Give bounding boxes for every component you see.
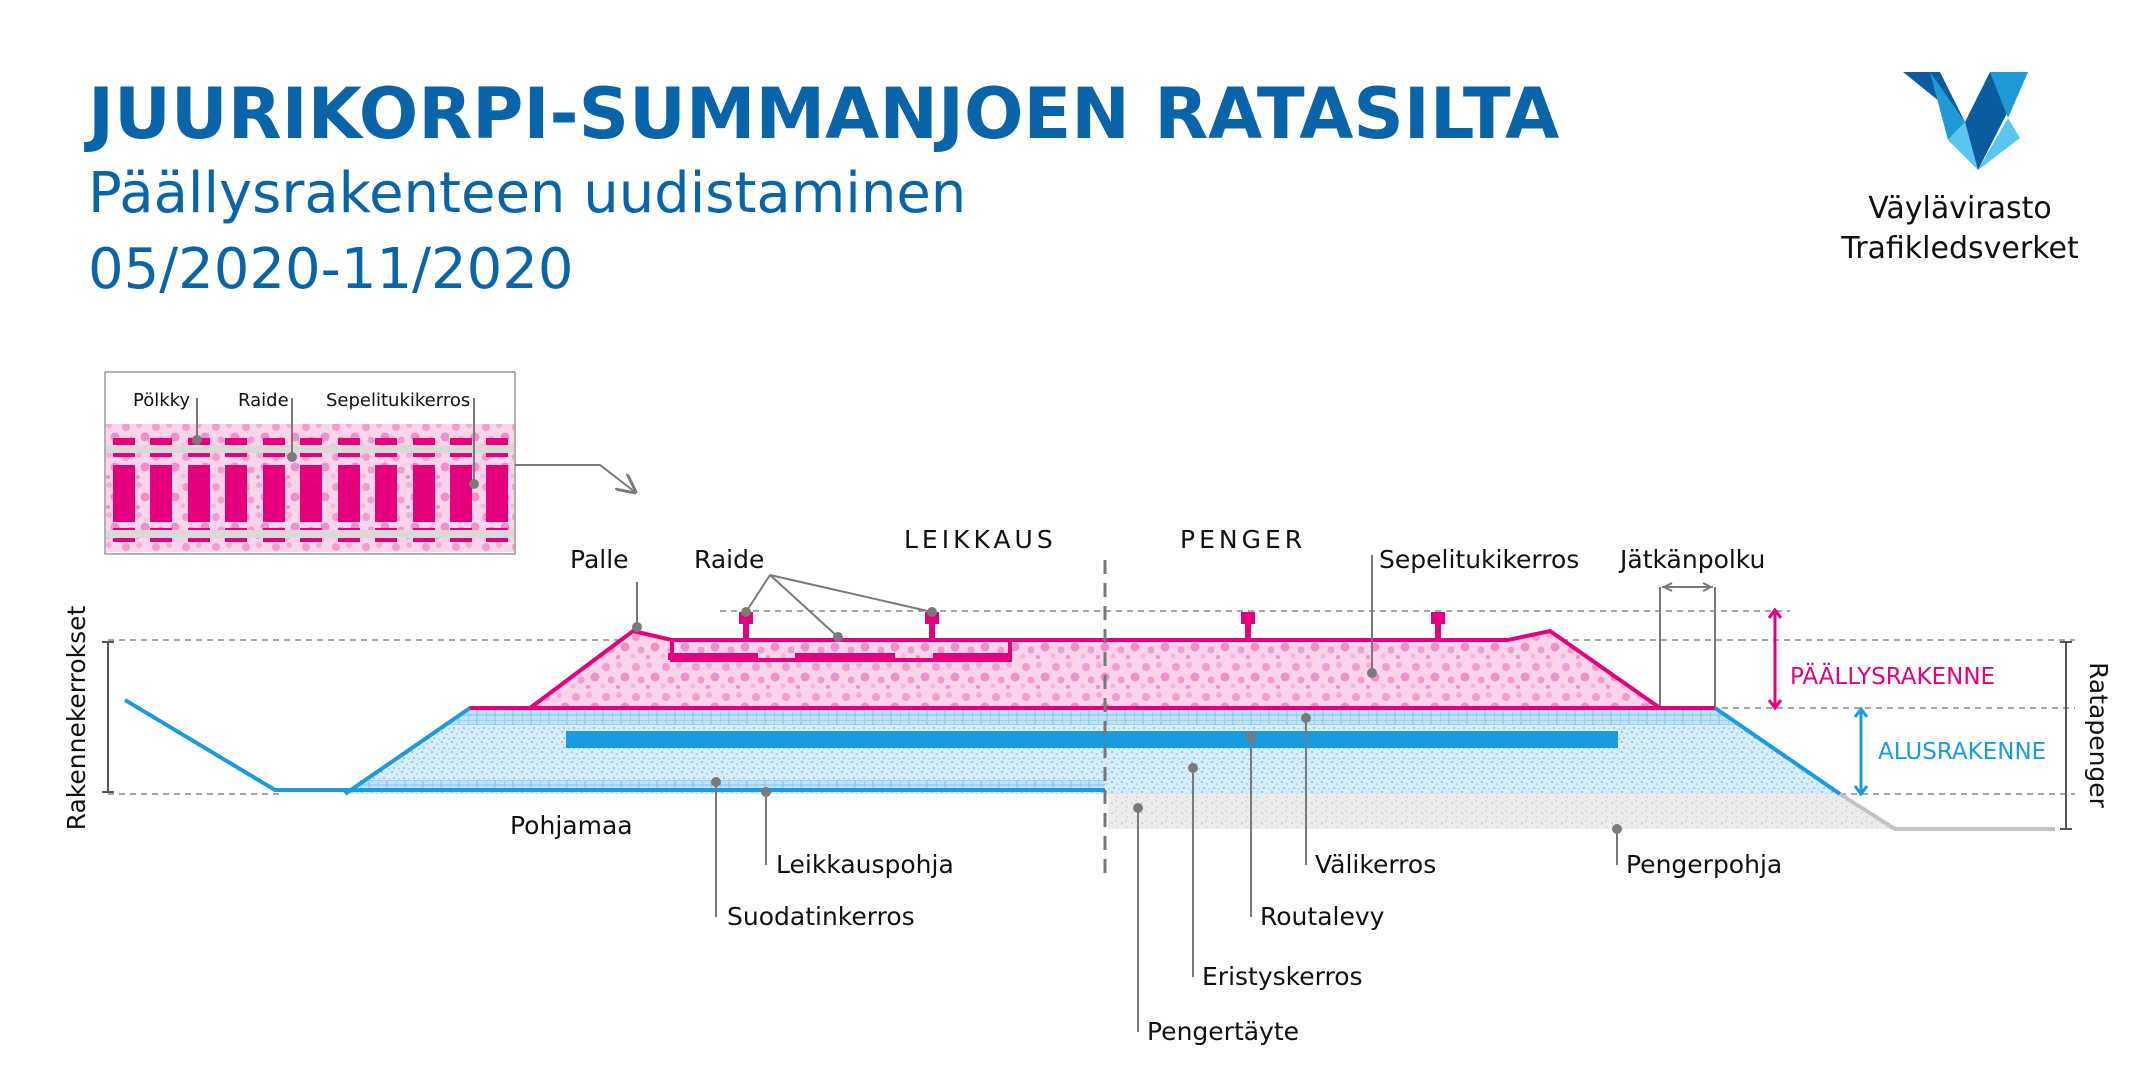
label-pengerpohja: Pengerpohja — [1626, 850, 1782, 879]
dimension-paallysrakenne: PÄÄLLYSRAKENNE — [1790, 662, 1995, 690]
label-routalevy: Routalevy — [1260, 902, 1385, 931]
logo-text-swedish: Trafikledsverket — [1840, 231, 2079, 266]
label-pohjamaa: Pohjamaa — [510, 811, 633, 840]
embankment-fill — [1108, 794, 1895, 829]
substructure-layer — [345, 708, 1840, 794]
label-pengertayte: Pengertäyte — [1147, 1017, 1299, 1046]
label-jatkanpolku: Jätkänpolku — [1618, 545, 1765, 574]
cut-ground-line — [123, 698, 1105, 792]
intermediate-grid-layer — [445, 708, 1740, 725]
frost-insulation-board — [566, 731, 1618, 748]
inset-label-rail: Raide — [238, 390, 289, 411]
project-dates: 05/2020-11/2020 — [88, 237, 574, 302]
inset-label-sleeper: Pölkky — [133, 390, 190, 411]
label-palle: Palle — [570, 545, 629, 574]
label-suodatinkerros: Suodatinkerros — [727, 902, 915, 931]
logo-text-finnish: Väylävirasto — [1868, 191, 2052, 226]
sleepers — [668, 653, 1010, 660]
section-label-cut: LEIKKAUS — [904, 525, 1057, 554]
label-eristyskerros: Eristyskerros — [1202, 962, 1363, 991]
dimension-ratapenger: Ratapenger — [2084, 662, 2113, 809]
inset-rails — [106, 445, 514, 538]
page-subtitle: Päällysrakenteen uudistaminen — [88, 161, 966, 226]
ballast-layer — [530, 631, 1660, 708]
page-title: JUURIKORPI-SUMMANJOEN RATASILTA — [84, 73, 1559, 155]
vaylavirasto-logo: Väylävirasto Trafikledsverket — [1840, 72, 2079, 266]
label-raide: Raide — [694, 545, 764, 574]
inset-label-ballast: Sepelitukikerros — [326, 390, 470, 411]
label-leikkauspohja: Leikkauspohja — [776, 850, 954, 879]
label-sepelitukikerros: Sepelitukikerros — [1379, 545, 1579, 574]
track-inset: Pölkky Raide Sepelitukikerros — [104, 371, 635, 555]
dimension-rakennekerrokset: Rakennekerrokset — [62, 605, 91, 830]
rails — [739, 612, 1445, 640]
label-valikerros: Välikerros — [1315, 850, 1436, 879]
section-label-embankment: PENGER — [1180, 525, 1306, 554]
dimension-alusrakenne: ALUSRAKENNE — [1878, 739, 2046, 765]
